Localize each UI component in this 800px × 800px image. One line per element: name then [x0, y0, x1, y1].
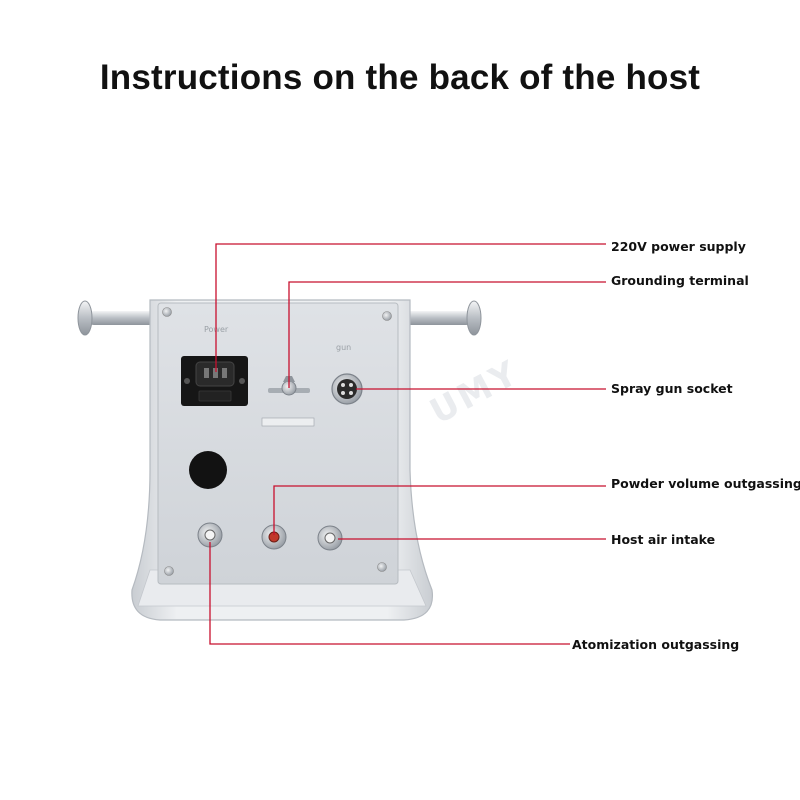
right-handle — [400, 300, 482, 336]
leader-line-grounding-terminal — [288, 281, 606, 388]
air-intake-fitting — [317, 525, 343, 551]
gun-panel-label: gun — [336, 343, 351, 352]
callout-grounding-terminal: Grounding terminal — [611, 273, 749, 288]
power-inlet — [181, 356, 248, 406]
callout-atomization-outgassing: Atomization outgassing — [572, 637, 739, 652]
callout-host-air-intake: Host air intake — [611, 532, 715, 547]
leader-line-power-supply — [215, 243, 606, 372]
leader-lines — [209, 243, 606, 645]
leader-line-atomization-outgassing — [209, 542, 570, 645]
left-handle — [77, 300, 160, 336]
watermark: UMY — [424, 352, 527, 432]
callout-powder-volume-outgassing: Powder volume outgassing — [611, 476, 800, 491]
black-cover-knob — [189, 451, 227, 489]
leader-line-powder-volume-outgassing — [273, 485, 606, 535]
spray-gun-socket-connector — [331, 373, 363, 405]
page-title: Instructions on the back of the host — [99, 58, 701, 97]
atomization-fitting — [197, 522, 223, 548]
callout-labels: 220V power supply Grounding terminal Spr… — [572, 239, 800, 652]
callout-spray-gun-socket: Spray gun socket — [611, 381, 733, 396]
host-machine: Power gun UMY — [77, 299, 527, 621]
panel-screws — [162, 307, 392, 576]
callout-power-supply: 220V power supply — [611, 239, 746, 254]
